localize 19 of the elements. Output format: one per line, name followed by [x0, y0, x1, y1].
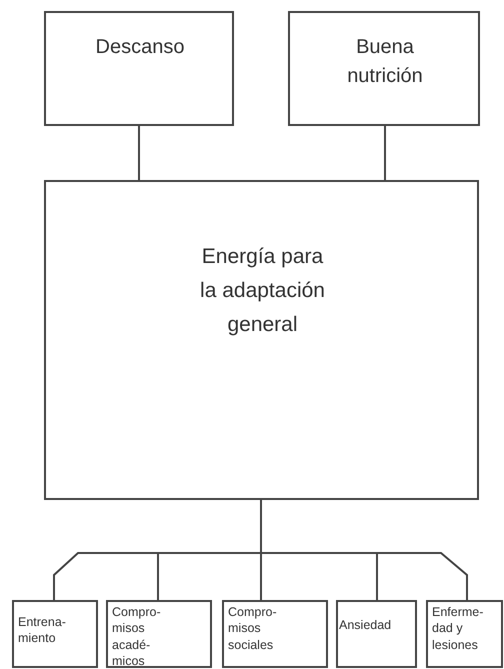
text-box [288, 11, 480, 126]
node-label: Entrena- miento [18, 614, 67, 646]
node-label: Buena nutrición [346, 35, 424, 89]
node-label: Energía para la adaptación general [200, 244, 325, 338]
node-label: Enferme- dad y lesiones [432, 604, 484, 653]
text-box [44, 180, 479, 500]
text-box [106, 600, 212, 668]
node-label: Descanso [94, 35, 186, 60]
node-label: Compro- misos sociales [228, 604, 278, 653]
text-box [222, 600, 328, 668]
connector-line [138, 126, 140, 180]
text-box [44, 11, 234, 126]
text-box [336, 600, 417, 668]
text-box [426, 600, 503, 668]
node-label: Ansiedad [339, 617, 392, 634]
node-label: Compro- misos acadé- micos [112, 604, 162, 669]
connector-line [384, 126, 386, 180]
text-box [12, 600, 98, 668]
connector-line [260, 500, 468, 600]
